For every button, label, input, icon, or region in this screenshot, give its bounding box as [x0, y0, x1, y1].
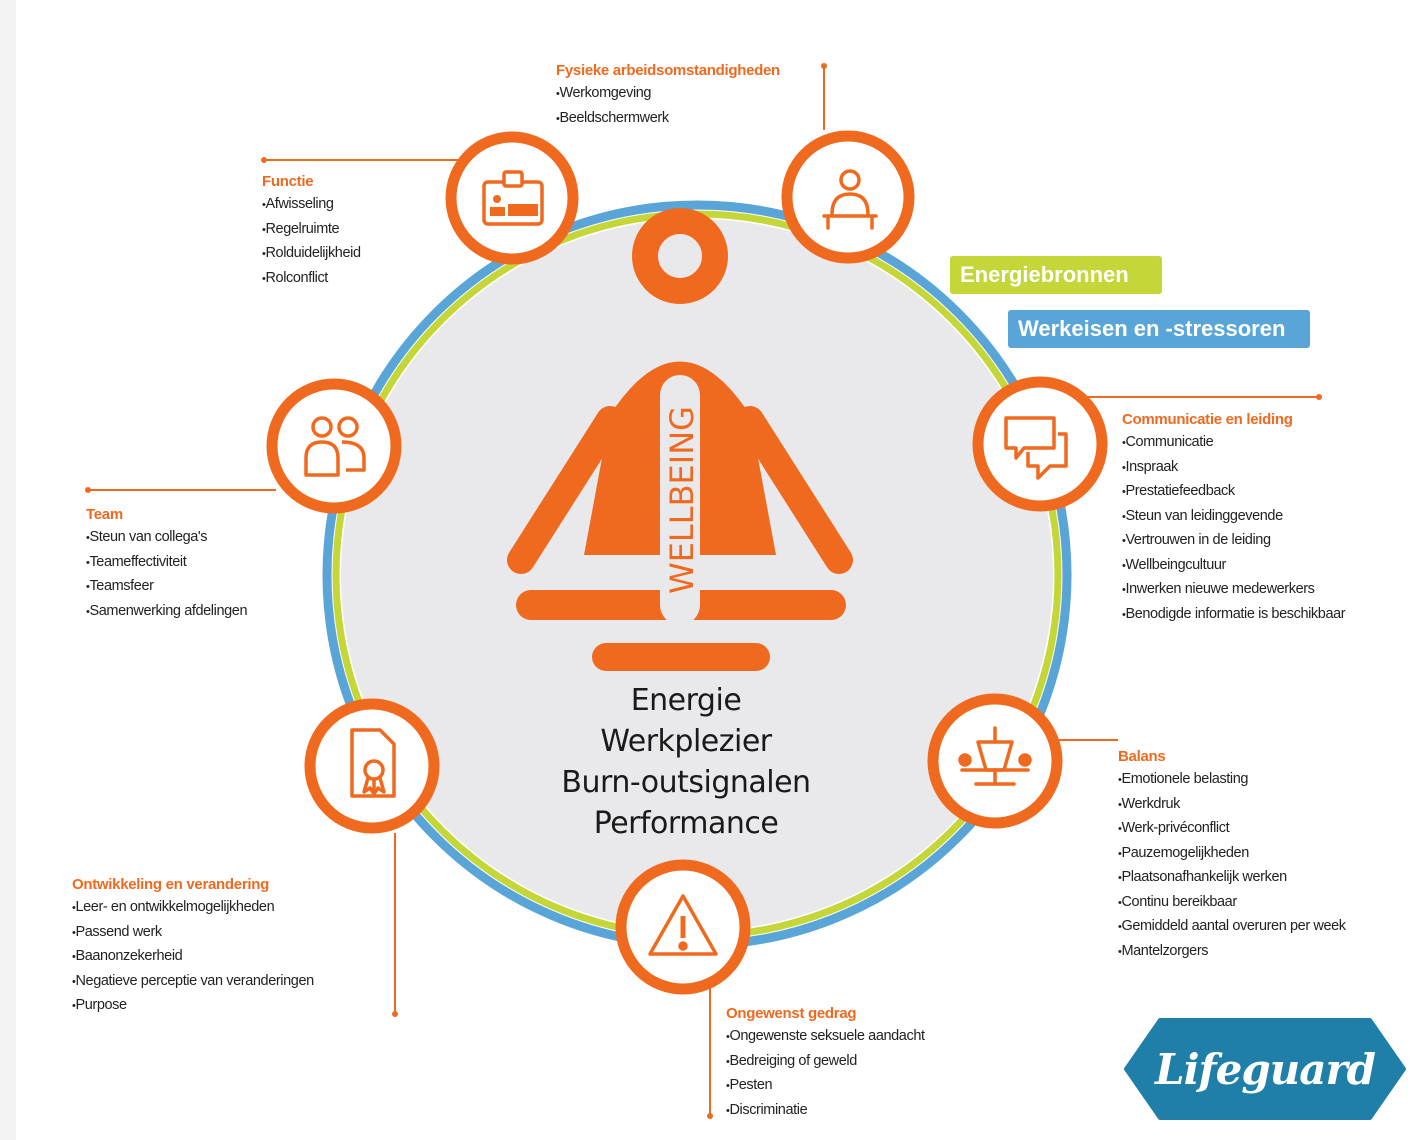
factor-title: Communicatie en leiding — [1122, 411, 1293, 428]
factor-item: Rolduidelijkheid — [262, 242, 361, 267]
factor-item: Steun van leidinggevende — [1122, 505, 1345, 530]
lifeguard-logo[interactable]: Lifeguard — [1122, 1016, 1408, 1122]
factor-item: Pesten — [726, 1074, 925, 1099]
id-badge-icon — [482, 170, 544, 226]
factor-item: Benodigde informatie is beschikbaar — [1122, 603, 1345, 628]
factor-item: Teameffectiviteit — [86, 551, 247, 576]
factor-item: Passend werk — [72, 921, 314, 946]
factor-item: Werkomgeving — [556, 82, 780, 107]
factor-item: Baanonzekerheid — [72, 945, 314, 970]
factor-circle-fysiek[interactable] — [781, 130, 915, 264]
factor-title: Fysieke arbeidsomstandigheden — [556, 62, 780, 79]
outcome-item: Energie — [630, 683, 742, 718]
factor-item: Negatieve perceptie van veranderingen — [72, 970, 314, 995]
factor-item: Vertrouwen in de leiding — [1122, 529, 1345, 554]
factor-item: Purpose — [72, 994, 314, 1019]
demands-tag: Werkeisen en -stressoren — [1008, 310, 1310, 348]
factor-item: Inwerken nieuwe medewerkers — [1122, 578, 1345, 603]
outcome-item: Werkplezier — [600, 724, 772, 759]
factor-item: Plaatsonafhankelijk werken — [1118, 866, 1346, 891]
wellbeing-label: WELLBEING — [663, 406, 701, 594]
factor-gedrag: Ongewenst gedrag Ongewenste seksuele aan… — [726, 1005, 925, 1123]
diagram-graphics: WELLBEING — [85, 63, 1322, 1119]
factor-item: Pauzemogelijkheden — [1118, 842, 1346, 867]
balance-scale-icon — [958, 726, 1032, 786]
people-icon — [304, 416, 366, 477]
factor-title: Ongewenst gedrag — [726, 1005, 857, 1022]
figure-right-arm — [736, 406, 853, 574]
connector-lines — [88, 66, 1319, 1116]
factor-circle-communicatie[interactable] — [972, 376, 1108, 512]
factor-item: Continu bereikbaar — [1118, 891, 1346, 916]
factor-item: Emotionele belasting — [1118, 768, 1346, 793]
factor-item: Inspraak — [1122, 456, 1345, 481]
factor-title: Ontwikkeling en verandering — [72, 876, 269, 893]
logo-text: Lifeguard — [1155, 1044, 1376, 1094]
factor-functie: Functie Afwisseling Regelruimte Rolduide… — [262, 173, 361, 291]
wellbeing-diagram: WELLBEING — [16, 0, 1424, 1140]
factor-item: Wellbeingcultuur — [1122, 554, 1345, 579]
factor-balans: Balans Emotionele belasting Werkdruk Wer… — [1118, 748, 1346, 964]
factor-ontwikkeling: Ontwikkeling en verandering Leer- en ont… — [72, 876, 314, 1019]
factor-team: Team Steun van collega's Teameffectivite… — [86, 506, 248, 625]
certificate-icon — [350, 728, 396, 798]
factor-title: Team — [86, 506, 123, 523]
chat-bubbles-icon — [1004, 416, 1068, 480]
figure-left-arm — [507, 406, 624, 574]
factor-circles — [266, 130, 1108, 995]
factor-circle-balans[interactable] — [927, 693, 1063, 829]
figure-head — [632, 208, 728, 304]
outcome-item: Burn-outsignalen — [561, 765, 811, 800]
person-at-desk-icon — [822, 169, 878, 230]
factor-circle-functie[interactable] — [445, 131, 579, 265]
factor-circle-ontwikkeling[interactable] — [304, 698, 440, 834]
factor-item: Werk-privéconflict — [1118, 817, 1346, 842]
energy-sources-tag: Energiebronnen — [950, 256, 1162, 294]
factor-item: Communicatie — [1122, 431, 1345, 456]
factor-item: Gemiddeld aantal overuren per week — [1118, 915, 1346, 940]
outcomes-list: Energie Werkplezier Burn-outsignalen Per… — [516, 680, 856, 844]
connector-dots — [85, 63, 1322, 1119]
outcome-item: Performance — [593, 806, 779, 841]
factor-circle-team[interactable] — [266, 378, 402, 514]
factor-item: Teamsfeer — [86, 575, 247, 600]
factor-item: Afwisseling — [262, 193, 361, 218]
factor-item: Discriminatie — [726, 1099, 925, 1124]
factor-item: Bedreiging of geweld — [726, 1050, 925, 1075]
logo-badge-shape — [1124, 1018, 1406, 1120]
factor-item: Mantelzorgers — [1118, 940, 1346, 965]
meditating-figure: WELLBEING — [507, 208, 853, 671]
factor-communicatie: Communicatie en leiding Communicatie Ins… — [1122, 411, 1346, 628]
factor-item: Regelruimte — [262, 218, 361, 243]
factor-title: Balans — [1118, 748, 1166, 765]
factor-item: Rolconflict — [262, 267, 361, 292]
factor-item: Samenwerking afdelingen — [86, 600, 247, 625]
warning-icon — [648, 894, 718, 956]
factor-item: Leer- en ontwikkelmogelijkheden — [72, 896, 314, 921]
factor-circle-gedrag[interactable] — [615, 859, 751, 995]
figure-label-band — [660, 375, 700, 625]
factor-item: Steun van collega's — [86, 526, 247, 551]
factor-item: Ongewenste seksuele aandacht — [726, 1025, 925, 1050]
factor-item: Prestatiefeedback — [1122, 480, 1345, 505]
factor-item: Werkdruk — [1118, 793, 1346, 818]
factor-fysiek: Fysieke arbeidsomstandigheden Werkomgevi… — [556, 62, 780, 131]
factor-item: Beeldschermwerk — [556, 107, 780, 132]
factor-title: Functie — [262, 173, 314, 190]
